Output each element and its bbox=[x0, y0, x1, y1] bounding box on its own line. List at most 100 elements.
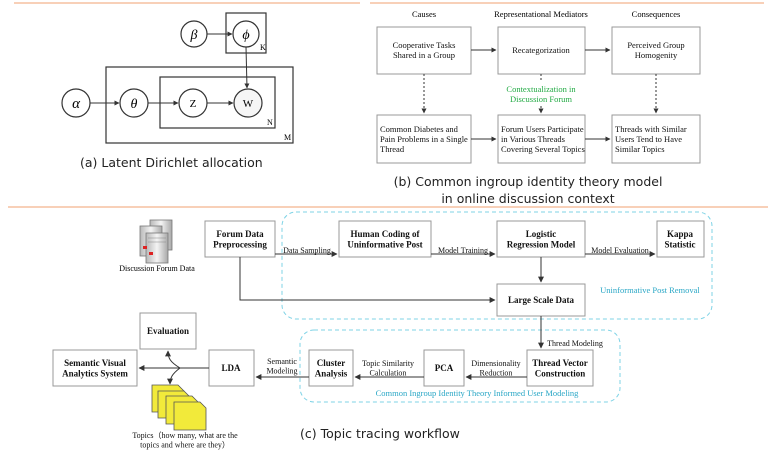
box-kappa-statistic bbox=[656, 220, 705, 258]
box-text-recategorization: Recategorization bbox=[512, 45, 570, 55]
box-text-forum-users-line: in Various Threads bbox=[501, 134, 565, 144]
box-text-homogenity-line: Perceived Group bbox=[627, 40, 684, 50]
box-text-kappa-line: Statistic bbox=[665, 240, 696, 250]
box-text-cluster-line: Cluster bbox=[317, 358, 346, 368]
box-text-thread-vector-line: Thread Vector bbox=[532, 358, 588, 368]
arrow-preprocessing-largescale bbox=[239, 257, 496, 303]
server-label: Discussion Forum Data bbox=[119, 264, 195, 273]
edge-phi-w bbox=[244, 46, 250, 89]
box-text-evaluation: Evaluation bbox=[147, 326, 189, 336]
box-text-diabetes-line: Common Diabetes and bbox=[380, 124, 459, 134]
box-text-similar-users-line: Similar Topics bbox=[615, 144, 665, 154]
box-text-pca: PCA bbox=[435, 363, 454, 373]
box-text-diabetes-line: Thread bbox=[380, 144, 405, 154]
topic-documents-icon bbox=[151, 384, 207, 431]
box-text-preprocessing-line: Forum Data bbox=[216, 229, 264, 239]
label-alpha: α bbox=[72, 96, 81, 112]
box-forum-users bbox=[497, 114, 586, 164]
database-server-icon bbox=[139, 219, 173, 264]
box-text-human-coding-line: Human Coding of bbox=[350, 229, 420, 239]
box-text-forum-users-line: Covering Several Topics bbox=[501, 144, 585, 154]
box-logistic-regression bbox=[496, 220, 586, 258]
box-text-large-scale: Large Scale Data bbox=[508, 295, 574, 305]
box-text-lda: LDA bbox=[221, 363, 241, 373]
edge-label-semantic-modeling-line: Modeling bbox=[266, 367, 297, 376]
region-label-user-modeling: Common Ingroup Identity Theory Informed … bbox=[376, 388, 580, 398]
edge-label-semantic-modeling-line: Semantic bbox=[267, 357, 297, 366]
box-text-homogenity-line: Homogenity bbox=[635, 50, 678, 60]
edge-label-model-evaluation: Model Evaluation bbox=[591, 246, 649, 255]
box-group-homogenity bbox=[611, 26, 701, 75]
box-text-thread-vector-line: Construction bbox=[535, 369, 586, 379]
region-user-modeling bbox=[299, 329, 621, 403]
box-text-large-scale-line: Large Scale Data bbox=[508, 295, 574, 305]
panel-a-caption: (a) Latent Dirichlet allocation bbox=[80, 155, 263, 170]
edge-label-model-evaluation-line: Model Evaluation bbox=[591, 246, 649, 255]
label-w: W bbox=[243, 98, 254, 110]
box-text-kappa-line: Kappa bbox=[667, 229, 694, 239]
box-similar-users bbox=[611, 114, 701, 164]
edge-label-model-training-line: Model Training bbox=[438, 246, 488, 255]
plate-n-label: N bbox=[267, 118, 273, 127]
box-text-forum-users-line: Forum Users Participate bbox=[501, 124, 584, 134]
region-label-uninformative: Uninformative Post Removal bbox=[600, 285, 700, 295]
box-thread-vector bbox=[526, 349, 594, 387]
panel-b-caption-line1: (b) Common ingroup identity theory model bbox=[394, 174, 663, 189]
topics-label-line: topics and where are they） bbox=[140, 441, 230, 450]
box-text-logistic-line: Logistic bbox=[526, 229, 557, 239]
plate-m-label: M bbox=[284, 133, 291, 142]
box-forum-preprocessing bbox=[204, 220, 276, 258]
plate-k-label: K bbox=[260, 43, 266, 52]
box-large-scale-data bbox=[496, 283, 586, 317]
panel-a-lda: β ϕ α θ Z W K N M (a) Latent Dirichlet a… bbox=[61, 12, 294, 170]
edge-label-data-sampling: Data Sampling bbox=[283, 246, 331, 255]
edge-label-dimensionality-line: Reduction bbox=[480, 369, 513, 378]
box-text-logistic-line: Regression Model bbox=[507, 240, 576, 250]
box-human-coding bbox=[338, 220, 432, 258]
panel-c-workflow: Uninformative Post Removal Common Ingrou… bbox=[52, 211, 713, 450]
box-text-pca-line: PCA bbox=[435, 363, 454, 373]
edge-label-topic-similarity-line: Topic Similarity bbox=[362, 359, 414, 368]
box-text-similar-users-line: Users Tend to Have bbox=[615, 134, 682, 144]
box-text-evaluation-line: Evaluation bbox=[147, 326, 189, 336]
box-semantic-visual bbox=[52, 349, 138, 387]
header-causes: Causes bbox=[412, 9, 436, 19]
header-mediators: Representational Mediators bbox=[494, 9, 588, 19]
label-theta: θ bbox=[131, 97, 138, 112]
box-pca bbox=[423, 349, 465, 387]
region-uninformative-removal bbox=[281, 211, 713, 320]
edge-label-dimensionality-line: Dimensionality bbox=[471, 359, 520, 368]
box-text-recategorization-line: Recategorization bbox=[512, 45, 570, 55]
contextualization-label-line: Discussion Forum bbox=[510, 94, 572, 104]
edge-label-thread-modeling: Thread Modeling bbox=[547, 339, 603, 348]
box-text-diabetes-line: Pain Problems in a Single bbox=[380, 134, 468, 144]
box-text-human-coding-line: Uninformative Post bbox=[347, 240, 422, 250]
label-beta: β bbox=[190, 28, 198, 43]
node-w bbox=[233, 88, 263, 118]
edge-label-data-sampling-line: Data Sampling bbox=[283, 246, 331, 255]
arrow-to-topics bbox=[167, 367, 181, 385]
box-text-semantic-visual-line: Semantic Visual bbox=[64, 358, 126, 368]
contextualization-label-line: Contextualization in bbox=[506, 84, 576, 94]
box-text-cooperative-line: Shared in a Group bbox=[393, 50, 455, 60]
header-consequences: Consequences bbox=[632, 9, 681, 19]
box-text-similar-users-line: Threads with Similar bbox=[615, 124, 687, 134]
box-evaluation bbox=[139, 312, 197, 350]
